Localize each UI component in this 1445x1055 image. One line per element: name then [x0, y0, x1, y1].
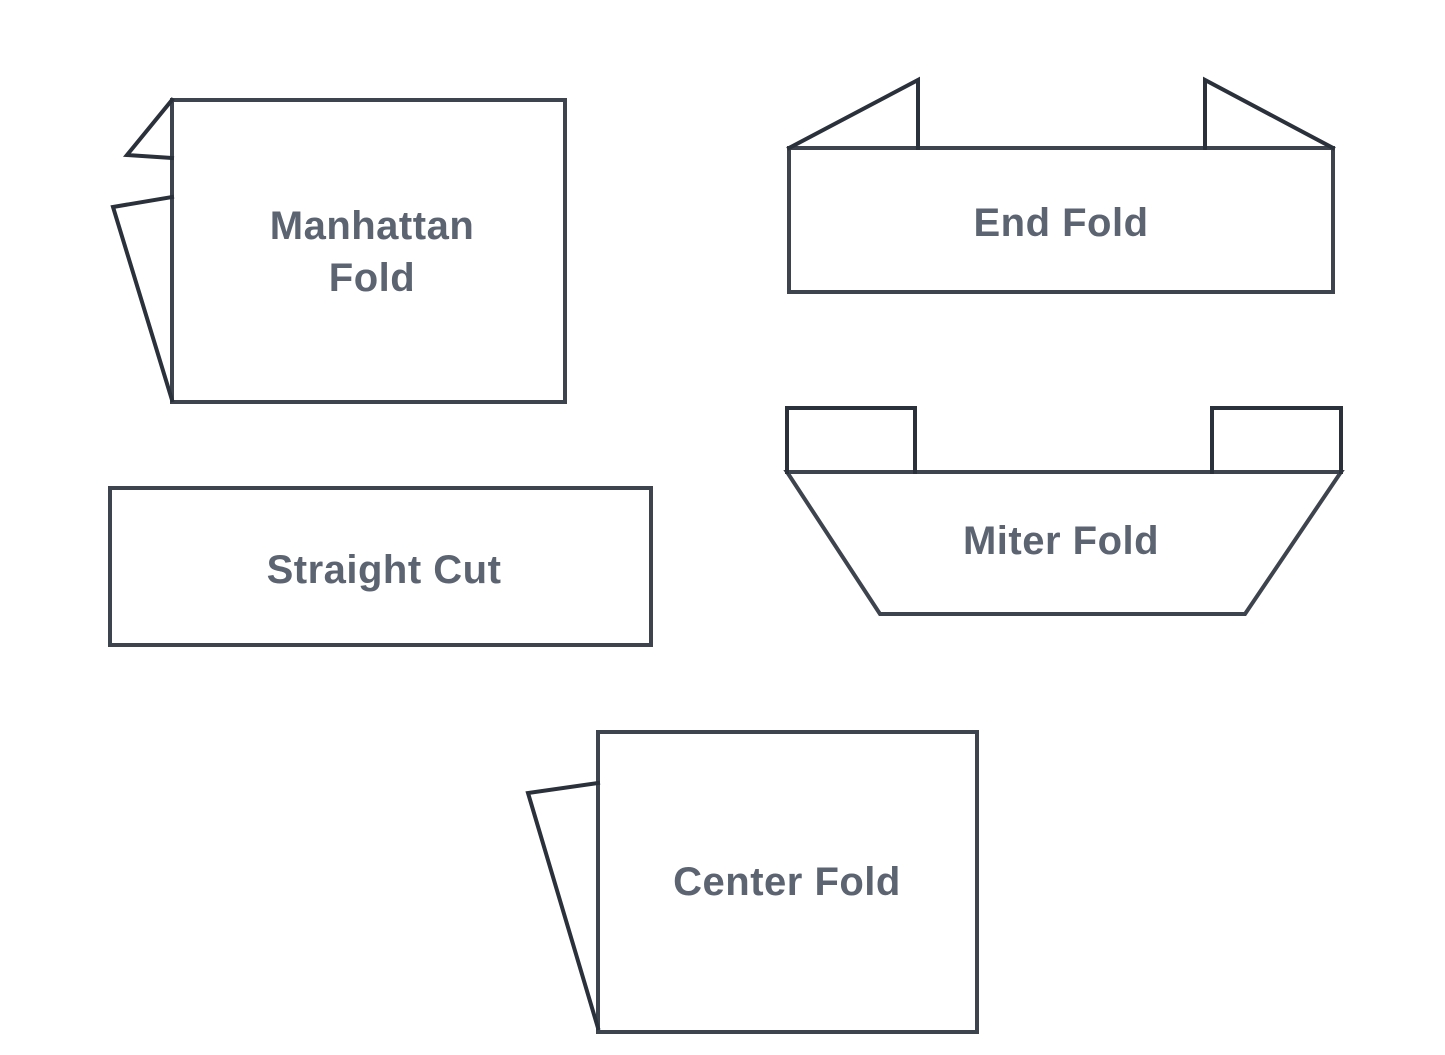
- manhattan-fold-side-flap: [110, 194, 175, 403]
- manhattan-fold-label-text2: Fold: [329, 256, 415, 300]
- miter-fold-body: [783, 470, 1345, 616]
- miter-fold-left-tab: [785, 406, 917, 474]
- manhattan-fold-body: [170, 98, 567, 404]
- end-fold-left-flap: [786, 76, 920, 151]
- straight-cut-label-text: Straight Cut: [267, 548, 502, 592]
- straight-cut-body: [108, 486, 653, 647]
- end-fold-body: [787, 146, 1335, 294]
- shape-manhattan-fold[interactable]: Manhattan Fold: [110, 97, 567, 404]
- shape-straight-cut[interactable]: Straight Cut: [108, 486, 653, 647]
- end-fold-right-flap: [1203, 76, 1336, 151]
- miter-fold-label-text: Miter Fold: [963, 519, 1159, 563]
- shape-center-fold[interactable]: Center Fold: [525, 730, 979, 1034]
- center-fold-side-flap: [525, 780, 601, 1031]
- straight-cut-label: Straight Cut: [267, 548, 502, 592]
- end-fold-label-text: End Fold: [973, 201, 1148, 245]
- center-fold-body: [596, 730, 979, 1034]
- manhattan-fold-label-line1: Manhattan: [270, 204, 475, 248]
- shape-end-fold[interactable]: End Fold: [786, 76, 1336, 294]
- manhattan-fold-top-flap: [122, 97, 175, 161]
- shape-miter-fold[interactable]: Miter Fold: [783, 406, 1345, 616]
- center-fold-label: Center Fold: [673, 860, 901, 904]
- miter-fold-label: Miter Fold: [963, 519, 1159, 563]
- manhattan-fold-label-line2: Fold: [329, 256, 415, 300]
- miter-fold-right-tab: [1210, 406, 1343, 474]
- center-fold-label-text: Center Fold: [673, 860, 901, 904]
- manhattan-fold-label-text1: Manhattan: [270, 204, 475, 248]
- end-fold-label: End Fold: [973, 201, 1148, 245]
